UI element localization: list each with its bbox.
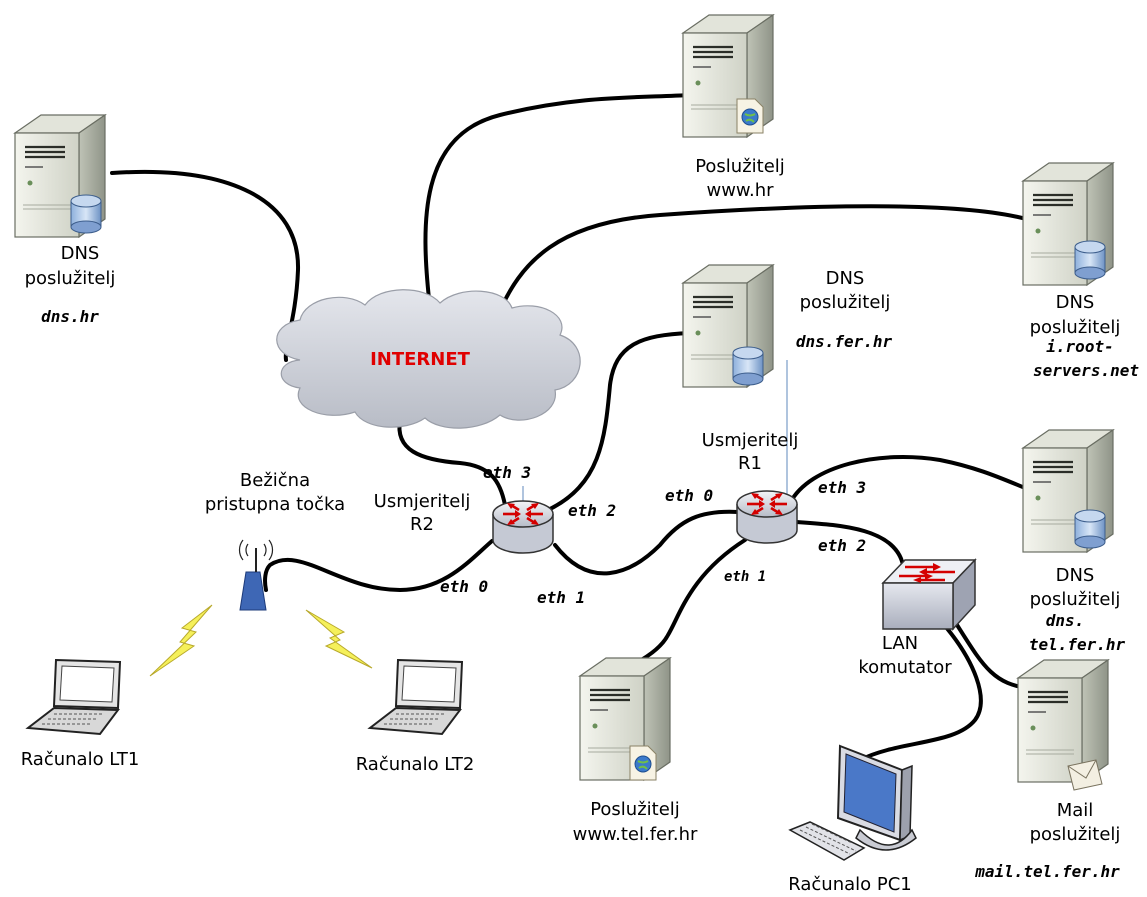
switch-title-1: LAN [881, 633, 919, 654]
r2-title-2: R2 [410, 514, 434, 535]
dns-tel-host-1: dns. [1045, 611, 1085, 630]
www-hr-title-2: www.hr [706, 180, 774, 201]
mail-title-1: Mail [1056, 800, 1094, 821]
dns-fer-title-1: DNS [825, 268, 865, 289]
cable-root-internet [495, 204, 1032, 320]
cable-switch-pc1 [858, 618, 983, 762]
dns-tel-host-2: tel.fer.hr [1028, 635, 1126, 654]
cable-dnshr-internet [110, 169, 301, 362]
dns-hr-title-1: DNS [60, 243, 100, 264]
pc1-computer [788, 744, 917, 861]
root-host-2: servers.net [1033, 361, 1139, 380]
server-dns-tel [1021, 428, 1115, 554]
laptop-lt1 [25, 658, 122, 736]
mail-host: mail.tel.fer.hr [975, 862, 1120, 881]
server-root [1021, 161, 1115, 287]
r1-title-1: Usmjeritelj [701, 430, 799, 451]
internet-cloud [276, 289, 581, 429]
server-dns-hr [13, 113, 107, 239]
www-tel-title-1: Poslužitelj [590, 799, 680, 820]
lan-switch [881, 558, 977, 631]
mail-title-2: poslužitelj [1029, 824, 1121, 845]
cable-r2-r1 [553, 509, 740, 576]
r2-eth3-label: eth 3 [483, 463, 532, 482]
access-point [238, 539, 274, 611]
cable-r1-switch [795, 520, 905, 567]
r2-eth1-label: eth 1 [537, 588, 586, 607]
ap-title-1: Bežična [239, 470, 311, 491]
ap-title-2: pristupna točka [204, 494, 346, 515]
wireless-link-lt1 [149, 604, 213, 677]
dns-hr-host: dns.hr [41, 307, 99, 326]
cable-r2-dnsfer [546, 331, 692, 512]
cable-r1-dnstel [788, 454, 1032, 505]
www-hr-title-1: Poslužitelj [695, 156, 785, 177]
www-tel-title-2: www.tel.fer.hr [572, 824, 698, 845]
root-title-2: poslužitelj [1029, 317, 1121, 338]
cable-wwwhr-internet [423, 93, 692, 310]
server-www-hr [681, 13, 775, 139]
wireless-link-lt2 [305, 609, 373, 669]
r1-eth0-label: eth 0 [665, 486, 714, 505]
r1-eth1-label: eth 1 [724, 569, 767, 585]
router-r1 [735, 489, 799, 545]
r2-title-1: Usmjeritelj [373, 491, 471, 512]
dns-fer-host: dns.fer.hr [795, 332, 893, 351]
dns-tel-title-2: poslužitelj [1029, 589, 1121, 610]
lt1-label: Računalo LT1 [20, 749, 140, 770]
dns-hr-title-2: poslužitelj [24, 268, 116, 289]
switch-title-2: komutator [858, 657, 952, 678]
laptop-lt2 [367, 658, 464, 736]
root-host-1: i.root- [1046, 337, 1114, 356]
server-www-tel [578, 656, 672, 782]
server-mail [1016, 658, 1110, 791]
r1-eth2-label: eth 2 [818, 536, 867, 555]
router-r2 [491, 499, 555, 555]
cable-internet-r2 [397, 418, 507, 507]
lt2-label: Računalo LT2 [355, 754, 475, 775]
pc1-label: Računalo PC1 [788, 874, 912, 895]
server-dns-fer [681, 263, 775, 389]
r2-eth0-label: eth 0 [440, 577, 489, 596]
internet-label: INTERNET [370, 349, 470, 370]
r2-eth2-label: eth 2 [568, 501, 617, 520]
r1-title-2: R1 [738, 453, 762, 474]
dns-fer-title-2: poslužitelj [799, 292, 891, 313]
r1-eth3-label: eth 3 [818, 478, 867, 497]
root-title-1: DNS [1055, 292, 1095, 313]
cable-r2-ap [263, 539, 494, 593]
dns-tel-title-1: DNS [1055, 565, 1095, 586]
